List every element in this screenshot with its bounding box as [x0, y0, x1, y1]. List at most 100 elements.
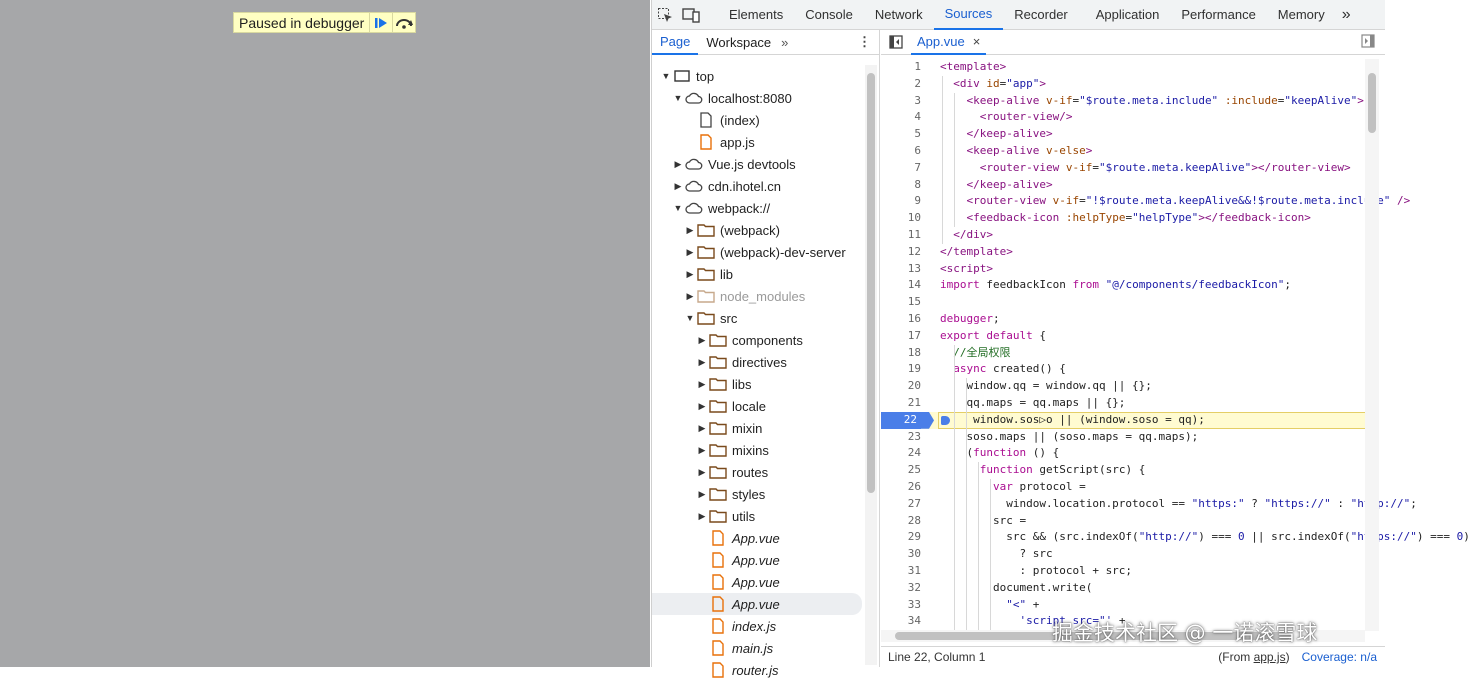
- code-line[interactable]: 1<template>: [881, 59, 1365, 76]
- code-line[interactable]: 19 async created() {: [881, 361, 1365, 378]
- collapsed-arrow-icon[interactable]: ▶: [674, 180, 682, 191]
- tab-network[interactable]: Network: [874, 7, 923, 22]
- tree-item[interactable]: ▶locale: [652, 395, 862, 417]
- tree-item[interactable]: ▼top: [652, 65, 862, 87]
- code-line[interactable]: 25 function getScript(src) {: [881, 462, 1365, 479]
- tab-application[interactable]: Application: [1095, 7, 1160, 22]
- code-line[interactable]: 30 ? src: [881, 546, 1365, 563]
- tree-item[interactable]: ▶mixins: [652, 439, 862, 461]
- line-number[interactable]: 14: [907, 278, 921, 292]
- tree-item[interactable]: main.js: [652, 637, 862, 659]
- line-number[interactable]: 24: [907, 446, 921, 460]
- line-number[interactable]: 20: [907, 379, 921, 393]
- close-tab-icon[interactable]: ×: [972, 33, 981, 49]
- collapsed-arrow-icon[interactable]: ▶: [698, 378, 706, 389]
- code-area[interactable]: 1<template>2 <div id="app">3 <keep-alive…: [881, 59, 1470, 631]
- more-tabs-button[interactable]: »: [1341, 5, 1351, 23]
- code-line[interactable]: 3 <keep-alive v-if="$route.meta.include"…: [881, 93, 1365, 110]
- code-line[interactable]: 7 <router-view v-if="$route.meta.keepAli…: [881, 160, 1365, 177]
- line-number[interactable]: 15: [907, 295, 921, 309]
- collapsed-arrow-icon[interactable]: ▶: [698, 444, 706, 455]
- line-number[interactable]: 17: [907, 328, 921, 342]
- line-number[interactable]: 28: [907, 513, 921, 527]
- code-line[interactable]: 20 window.qq = window.qq || {};: [881, 378, 1365, 395]
- tree-item[interactable]: ▶(webpack)-dev-server: [652, 241, 862, 263]
- tree-item[interactable]: ▶directives: [652, 351, 862, 373]
- line-number[interactable]: 18: [907, 345, 921, 359]
- collapsed-arrow-icon[interactable]: ▶: [698, 466, 706, 477]
- tree-item[interactable]: App.vue: [652, 593, 862, 615]
- line-number[interactable]: 32: [907, 580, 921, 594]
- tree-item[interactable]: app.js: [652, 131, 862, 153]
- navigator-menu-button[interactable]: ⋮: [858, 34, 871, 49]
- collapsed-arrow-icon[interactable]: ▶: [698, 400, 706, 411]
- line-number[interactable]: 7: [914, 160, 921, 174]
- collapsed-arrow-icon[interactable]: ▶: [686, 268, 694, 279]
- tree-item[interactable]: App.vue: [652, 571, 862, 593]
- inspect-element-button[interactable]: [652, 0, 678, 30]
- editor-vertical-scrollbar[interactable]: [1365, 59, 1379, 631]
- resume-button[interactable]: [369, 13, 392, 32]
- navigator-scrollbar[interactable]: [865, 65, 877, 665]
- tree-item[interactable]: ▶node_modules: [652, 285, 862, 307]
- code-line[interactable]: 15: [881, 294, 1365, 311]
- editor-horizontal-scrollbar[interactable]: [881, 630, 1365, 642]
- line-number[interactable]: 34: [907, 614, 921, 628]
- toggle-debugger-sidebar-button[interactable]: [1361, 33, 1375, 51]
- code-line[interactable]: 12</template>: [881, 244, 1365, 261]
- collapsed-arrow-icon[interactable]: ▶: [698, 422, 706, 433]
- tree-item[interactable]: ▶(webpack): [652, 219, 862, 241]
- line-number[interactable]: 6: [914, 143, 921, 157]
- tree-item[interactable]: ▶mixin: [652, 417, 862, 439]
- expanded-arrow-icon[interactable]: ▼: [673, 203, 683, 213]
- tree-item[interactable]: index.js: [652, 615, 862, 637]
- line-number[interactable]: 9: [914, 194, 921, 208]
- line-number[interactable]: 13: [907, 261, 921, 275]
- collapsed-arrow-icon[interactable]: ▶: [686, 290, 694, 301]
- line-number[interactable]: 11: [907, 227, 921, 241]
- line-number[interactable]: 26: [907, 479, 921, 493]
- code-line[interactable]: 26 var protocol =: [881, 479, 1365, 496]
- tree-item[interactable]: ▶styles: [652, 483, 862, 505]
- tree-item[interactable]: (index): [652, 109, 862, 131]
- line-number[interactable]: 4: [914, 110, 921, 124]
- line-number[interactable]: 16: [907, 311, 921, 325]
- tree-item[interactable]: App.vue: [652, 527, 862, 549]
- tab-console[interactable]: Console: [805, 7, 853, 22]
- tree-item[interactable]: ▼localhost:8080: [652, 87, 862, 109]
- line-number[interactable]: 22: [881, 411, 921, 429]
- tab-performance[interactable]: Performance: [1181, 7, 1256, 22]
- line-number[interactable]: 19: [907, 362, 921, 376]
- tree-item[interactable]: ▶lib: [652, 263, 862, 285]
- code-line[interactable]: 9 <router-view v-if="!$route.meta.keepAl…: [881, 193, 1410, 210]
- code-line[interactable]: 10 <feedback-icon :helpType="helpType"><…: [881, 210, 1365, 227]
- tab-elements[interactable]: Elements: [729, 7, 784, 22]
- device-toolbar-button[interactable]: [678, 0, 704, 30]
- line-number[interactable]: 25: [907, 463, 921, 477]
- expanded-arrow-icon[interactable]: ▼: [661, 71, 671, 81]
- line-number[interactable]: 10: [907, 211, 921, 225]
- tree-item[interactable]: ▶libs: [652, 373, 862, 395]
- tree-item[interactable]: ▼webpack://: [652, 197, 862, 219]
- line-number[interactable]: 23: [907, 429, 921, 443]
- code-line[interactable]: 22 window.sos▷o || (window.soso = qq);: [881, 411, 1365, 429]
- tab-page[interactable]: Page: [652, 30, 699, 55]
- coverage-link[interactable]: Coverage: n/a: [1301, 650, 1377, 664]
- tab-recorder[interactable]: Recorder: [1014, 7, 1068, 22]
- code-line[interactable]: 31 : protocol + src;: [881, 563, 1365, 580]
- code-line[interactable]: 21 qq.maps = qq.maps || {};: [881, 395, 1365, 412]
- tab-sources[interactable]: Sources: [933, 0, 1004, 30]
- tree-item[interactable]: ▶utils: [652, 505, 862, 527]
- tree-item[interactable]: ▼src: [652, 307, 862, 329]
- line-number[interactable]: 3: [914, 93, 921, 107]
- collapsed-arrow-icon[interactable]: ▶: [698, 488, 706, 499]
- tree-item[interactable]: App.vue: [652, 549, 862, 571]
- step-over-button[interactable]: [392, 13, 415, 32]
- code-line[interactable]: 34 'script src="' +: [881, 613, 1365, 630]
- code-line[interactable]: 4 <router-view/>: [881, 109, 1365, 126]
- code-line[interactable]: 8 </keep-alive>: [881, 177, 1365, 194]
- expanded-arrow-icon[interactable]: ▼: [673, 93, 683, 103]
- code-line[interactable]: 23 soso.maps || (soso.maps = qq.maps);: [881, 429, 1365, 446]
